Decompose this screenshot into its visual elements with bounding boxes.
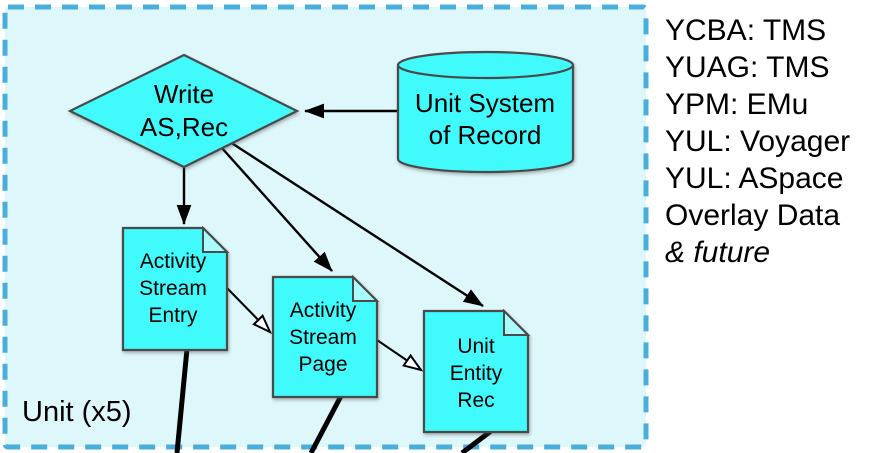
arrows bbox=[176, 103, 484, 370]
db-label-line1: Unit System bbox=[415, 88, 555, 118]
rec-label-line2: Entity bbox=[450, 362, 503, 385]
write-decision-diamond: Write AS,Rec bbox=[67, 53, 300, 169]
truncated-connector-lines bbox=[174, 348, 493, 453]
decision-label-line2: AS,Rec bbox=[140, 112, 228, 142]
legend-line: YUL: ASpace bbox=[665, 162, 844, 195]
activity-stream-page-doc: Activity Stream Page bbox=[271, 274, 380, 399]
activity-stream-entry-doc: Activity Stream Entry bbox=[121, 225, 230, 352]
legend-line: YCBA: TMS bbox=[665, 14, 827, 47]
legend-line: YPM: EMu bbox=[665, 88, 809, 121]
rec-output-line bbox=[460, 429, 493, 453]
rec-label-line3: Rec bbox=[457, 389, 494, 412]
arrow-decision-to-page bbox=[220, 146, 333, 272]
page-label-line2: Stream bbox=[289, 326, 357, 349]
entry-label-line3: Entry bbox=[148, 304, 198, 327]
legend-line: YUL: Voyager bbox=[665, 125, 851, 158]
unit-entity-rec-doc: Unit Entity Rec bbox=[422, 308, 531, 434]
legend-line-future: & future bbox=[665, 236, 771, 269]
db-label-line2: of Record bbox=[429, 120, 542, 150]
arrow-decision-to-rec bbox=[229, 140, 484, 308]
legend-text-block: YCBA: TMS YUAG: TMS YPM: EMu YUL: Voyage… bbox=[665, 12, 877, 271]
legend-line: YUAG: TMS bbox=[665, 51, 830, 84]
arrow-page-to-rec bbox=[376, 339, 421, 370]
page-label-line3: Page bbox=[298, 353, 347, 376]
unit-box-label: Unit (x5) bbox=[22, 396, 132, 428]
legend-line: Overlay Data bbox=[665, 199, 841, 232]
page-label-line1: Activity bbox=[290, 299, 357, 322]
entry-output-line bbox=[174, 348, 190, 453]
arrow-entry-to-page bbox=[226, 287, 270, 332]
unit-system-db-cylinder: Unit System of Record bbox=[396, 50, 575, 174]
entry-label-line1: Activity bbox=[140, 250, 207, 273]
entry-label-line2: Stream bbox=[139, 277, 207, 300]
decision-label-line1: Write bbox=[154, 79, 214, 109]
page-output-line bbox=[308, 394, 344, 453]
rec-label-line1: Unit bbox=[457, 335, 495, 358]
